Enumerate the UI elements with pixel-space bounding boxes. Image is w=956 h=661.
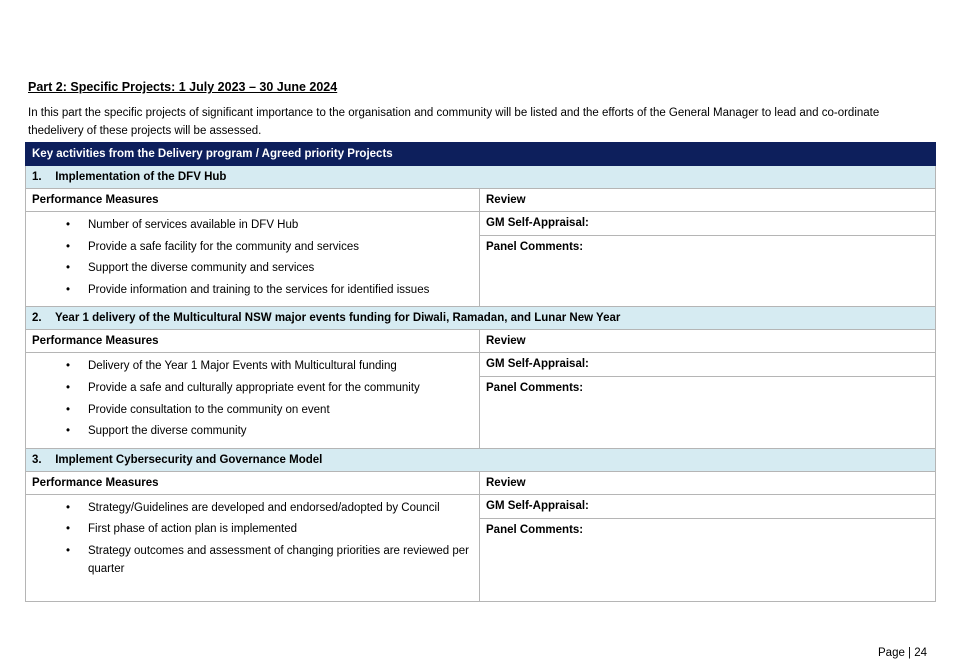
project-number: 2.	[32, 312, 42, 325]
col-review: Review	[478, 329, 937, 354]
intro-paragraph: In this part the specific projects of si…	[28, 107, 880, 137]
list-item: •First phase of action plan is implement…	[26, 520, 479, 538]
review-cell[interactable]: GM Self-Appraisal: Panel Comments:	[478, 210, 937, 308]
col-performance-measures: Performance Measures	[25, 188, 480, 212]
project-body-row: •Number of services available in DFV Hub…	[25, 210, 937, 308]
project-number: 3.	[32, 453, 42, 466]
table-header-row: Key activities from the Delivery program…	[24, 142, 937, 166]
col-review: Review	[478, 188, 937, 212]
measures-list: •Strategy/Guidelines are developed and e…	[26, 495, 479, 586]
list-item: •Support the diverse community	[26, 422, 479, 440]
column-header-row: Performance Measures Review	[25, 188, 937, 212]
measures-list: •Number of services available in DFV Hub…	[26, 212, 479, 306]
measures-cell: •Number of services available in DFV Hub…	[25, 210, 480, 308]
project-body-row: •Delivery of the Year 1 Major Events wit…	[25, 352, 937, 449]
list-item: •Provide a safe and culturally appropria…	[26, 379, 479, 397]
column-header-row: Performance Measures Review	[25, 329, 937, 354]
col-performance-measures: Performance Measures	[25, 329, 480, 354]
measures-cell: •Delivery of the Year 1 Major Events wit…	[25, 352, 480, 449]
list-item: •Support the diverse community and servi…	[26, 259, 479, 277]
bullet-icon: •	[66, 240, 71, 253]
gm-self-appraisal-label: GM Self-Appraisal:	[480, 495, 936, 519]
bullet-icon: •	[66, 262, 71, 275]
project-title: Implement Cybersecurity and Governance M…	[55, 453, 323, 466]
list-item: •Provide a safe facility for the communi…	[26, 238, 479, 256]
bullet-icon: •	[66, 360, 71, 373]
bullet-icon: •	[66, 544, 71, 557]
bullet-icon: •	[66, 219, 71, 231]
panel-comments-label: Panel Comments:	[486, 523, 584, 536]
projects-table: Key activities from the Delivery program…	[24, 142, 937, 602]
page-heading: Part 2: Specific Projects: 1 July 2023 –…	[28, 80, 338, 94]
list-item: •Delivery of the Year 1 Major Events wit…	[26, 357, 479, 375]
project-title: Year 1 delivery of the Multicultural NSW…	[55, 312, 621, 325]
list-item: •Provide information and training to the…	[26, 281, 479, 299]
measures-cell: •Strategy/Guidelines are developed and e…	[25, 493, 480, 602]
review-cell[interactable]: GM Self-Appraisal: Panel Comments:	[478, 493, 937, 602]
project-title: Implementation of the DFV Hub	[55, 171, 227, 183]
bullet-icon: •	[66, 283, 71, 296]
bullet-icon: •	[66, 523, 71, 536]
panel-comments-label: Panel Comments:	[486, 241, 584, 253]
col-review: Review	[478, 470, 937, 495]
list-item: •Provide consultation to the community o…	[26, 401, 479, 419]
bullet-icon: •	[66, 425, 71, 438]
column-header-row: Performance Measures Review	[25, 470, 937, 495]
panel-comments-label: Panel Comments:	[486, 382, 584, 395]
review-cell[interactable]: GM Self-Appraisal: Panel Comments:	[478, 352, 937, 449]
project-row-2: 2. Year 1 delivery of the Multicultural …	[24, 306, 937, 331]
gm-self-appraisal-label: GM Self-Appraisal:	[480, 212, 936, 236]
project-number: 1.	[32, 171, 42, 183]
list-item: •Number of services available in DFV Hub	[26, 216, 479, 234]
measures-list: •Delivery of the Year 1 Major Events wit…	[26, 353, 479, 447]
project-row-3: 3. Implement Cybersecurity and Governanc…	[24, 447, 937, 472]
bullet-icon: •	[66, 403, 71, 416]
gm-self-appraisal-label: GM Self-Appraisal:	[480, 353, 936, 378]
project-body-row: •Strategy/Guidelines are developed and e…	[25, 493, 937, 602]
list-item: •Strategy outcomes and assessment of cha…	[26, 542, 479, 578]
col-performance-measures: Performance Measures	[25, 470, 480, 495]
bullet-icon: •	[66, 501, 71, 514]
bullet-icon: •	[66, 381, 71, 394]
list-item: •Strategy/Guidelines are developed and e…	[26, 499, 479, 517]
project-row-1: 1. Implementation of the DFV Hub	[24, 165, 937, 189]
page-number: Page | 24	[878, 647, 928, 659]
table-header: Key activities from the Delivery program…	[24, 142, 937, 166]
